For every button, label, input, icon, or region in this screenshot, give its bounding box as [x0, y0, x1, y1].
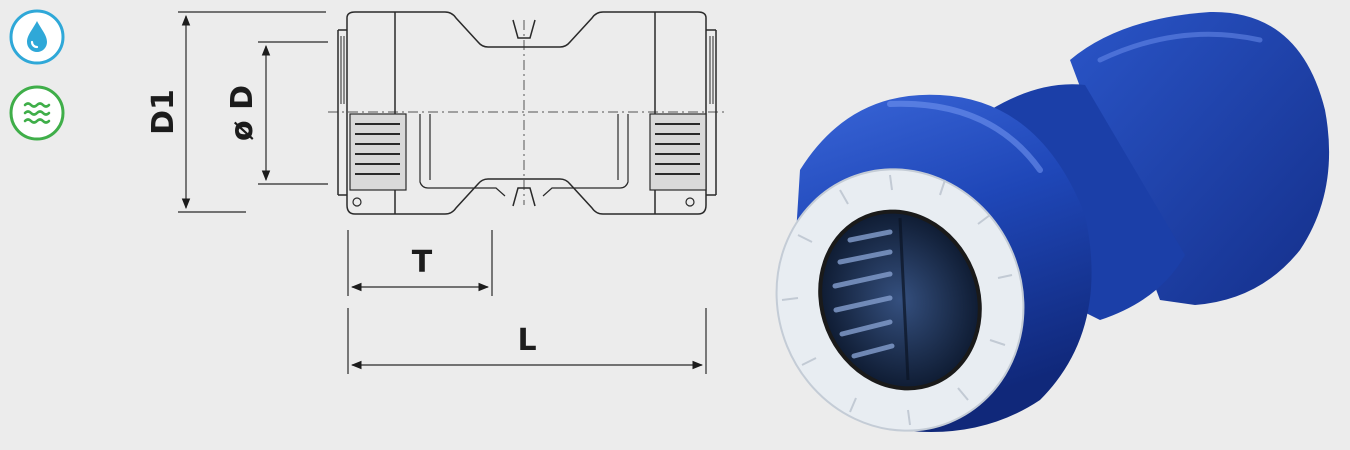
product-photo	[775, 11, 1330, 433]
d-dimension-line	[258, 41, 328, 185]
water-drop-icon	[9, 9, 65, 65]
collar-ribs	[781, 174, 1013, 426]
inner-collet-teeth	[832, 229, 895, 359]
grip-ring-texture	[340, 36, 714, 104]
collet-teeth	[355, 123, 700, 175]
technical-drawing: D1 ø D	[146, 11, 728, 374]
section-view	[349, 113, 707, 197]
d1-label: D1	[146, 89, 181, 135]
o-rings	[352, 197, 695, 207]
l-dimension-line	[347, 308, 707, 374]
t-label: T	[412, 245, 433, 280]
l-label: L	[517, 323, 536, 358]
d1-dimension-line	[178, 11, 326, 213]
d-label: ø D	[225, 85, 260, 141]
waves-icon	[9, 85, 65, 141]
t-dimension-line	[347, 230, 493, 296]
